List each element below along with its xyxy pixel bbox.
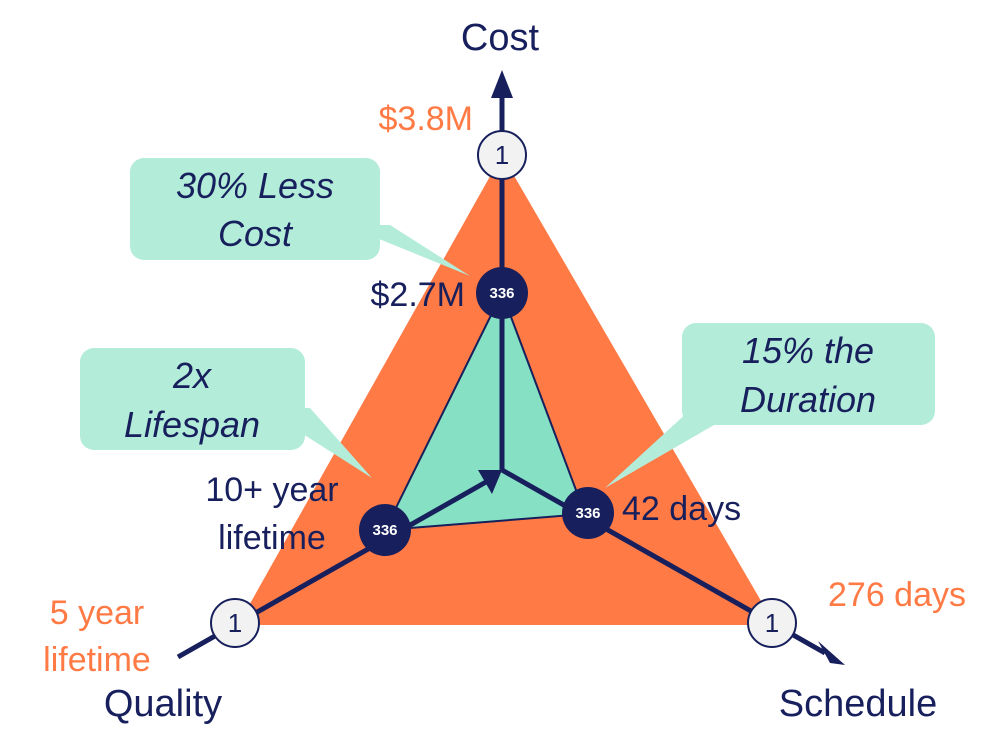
improved-cost-value: $2.7M <box>371 276 466 314</box>
improved-schedule-value: 42 days <box>622 490 741 528</box>
callout-cost-box <box>130 158 380 260</box>
baseline-node-quality <box>210 598 260 648</box>
improved-quality-value-line2: lifetime <box>218 519 326 557</box>
improved-node-schedule <box>562 487 614 539</box>
improved-node-schedule-label: 336 <box>575 505 600 522</box>
improved-node-quality-label: 336 <box>372 522 397 539</box>
baseline-node-cost <box>477 130 527 180</box>
axis-label-quality: Quality <box>104 683 222 725</box>
improved-node-cost <box>476 267 528 319</box>
callout-cost-line2: Cost <box>218 213 294 254</box>
callout-quality-line1: 2x <box>172 355 213 396</box>
callout-schedule-line2: Duration <box>740 379 876 420</box>
axis-label-cost: Cost <box>461 17 540 59</box>
schedule-axis-arrowhead <box>818 641 845 665</box>
baseline-node-quality-label: 1 <box>228 608 242 638</box>
baseline-cost-value: $3.8M <box>379 100 474 138</box>
baseline-quality-value-line1: 5 year <box>50 594 145 632</box>
baseline-quality-value-line2: lifetime <box>43 641 151 679</box>
improved-node-quality <box>359 504 411 556</box>
callout-cost-line1: 30% Less <box>176 165 334 206</box>
callout-quality-box <box>80 348 305 450</box>
baseline-schedule-value: 276 days <box>828 576 966 614</box>
callout-schedule-tail <box>605 410 740 488</box>
improved-node-cost-label: 336 <box>489 285 514 302</box>
quality-axis-arrowhead <box>478 470 502 494</box>
baseline-node-schedule-label: 1 <box>765 608 779 638</box>
callout-schedule-box <box>682 323 935 425</box>
axis-label-schedule: Schedule <box>779 683 937 725</box>
baseline-node-schedule <box>747 598 797 648</box>
callout-schedule-line1: 15% the <box>742 330 874 371</box>
improved-quality-value-line1: 10+ year <box>205 471 338 509</box>
baseline-node-cost-label: 1 <box>495 140 509 170</box>
improved-triangle <box>383 290 587 532</box>
cost-axis-arrowhead <box>491 70 513 98</box>
callout-quality-line2: Lifespan <box>124 404 260 445</box>
